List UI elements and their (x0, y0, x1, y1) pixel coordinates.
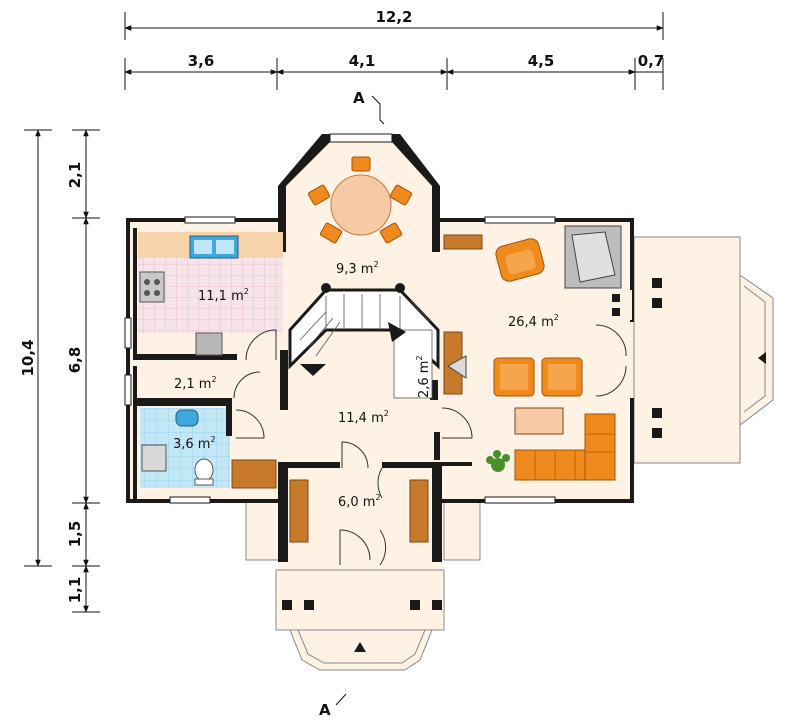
section-marker-bottom: A (319, 693, 347, 719)
terrace-posts (282, 278, 662, 610)
room-area-pantry: 2,1 m2 (174, 375, 217, 392)
room-area-living: 26,4 m2 (508, 313, 559, 330)
kitchen-fixtures (138, 232, 283, 356)
depth-seg-1: 2,1 (66, 162, 84, 189)
room-area-vestibule: 6,0 m2 (338, 493, 381, 510)
depth-seg-2: 6,8 (66, 347, 84, 374)
overall-width-label: 12,2 (375, 8, 412, 26)
width-seg-2: 4,1 (349, 52, 376, 70)
width-seg-1: 3,6 (188, 52, 215, 70)
width-seg-4: 0,7 (638, 52, 665, 70)
overall-depth-label: 10,4 (19, 339, 37, 376)
room-area-bathroom: 3,6 m2 (173, 435, 216, 452)
section-marker-top: A (353, 89, 385, 125)
depth-seg-4: 1,1 (66, 577, 84, 604)
dimension-top-overall (124, 12, 664, 40)
room-area-hall: 11,4 m2 (338, 409, 389, 426)
room-area-dining: 9,3 m2 (336, 260, 379, 277)
dimension-top-segments (124, 58, 664, 90)
living-furniture (443, 225, 632, 481)
width-seg-3: 4,5 (528, 52, 555, 70)
bathroom-fixtures (141, 409, 214, 486)
hall-fixtures (231, 331, 467, 543)
staircase (288, 283, 440, 399)
entry-arrow-bottom-icon (354, 642, 366, 652)
dining-set (307, 156, 413, 244)
plant-icon (486, 450, 510, 472)
entry-arrow-right-icon (758, 352, 766, 364)
depth-seg-3: 1,5 (66, 521, 84, 548)
room-area-kitchen: 11,1 m2 (198, 287, 249, 304)
dimension-left-segments (72, 129, 100, 613)
windows (124, 133, 556, 504)
room-area-closet: 2,6 m2 (415, 355, 432, 398)
svg-text:A: A (353, 89, 365, 107)
doors (233, 324, 627, 566)
dimension-left-overall (24, 129, 52, 567)
terrace-outlines (245, 236, 774, 671)
svg-text:A: A (319, 701, 331, 719)
